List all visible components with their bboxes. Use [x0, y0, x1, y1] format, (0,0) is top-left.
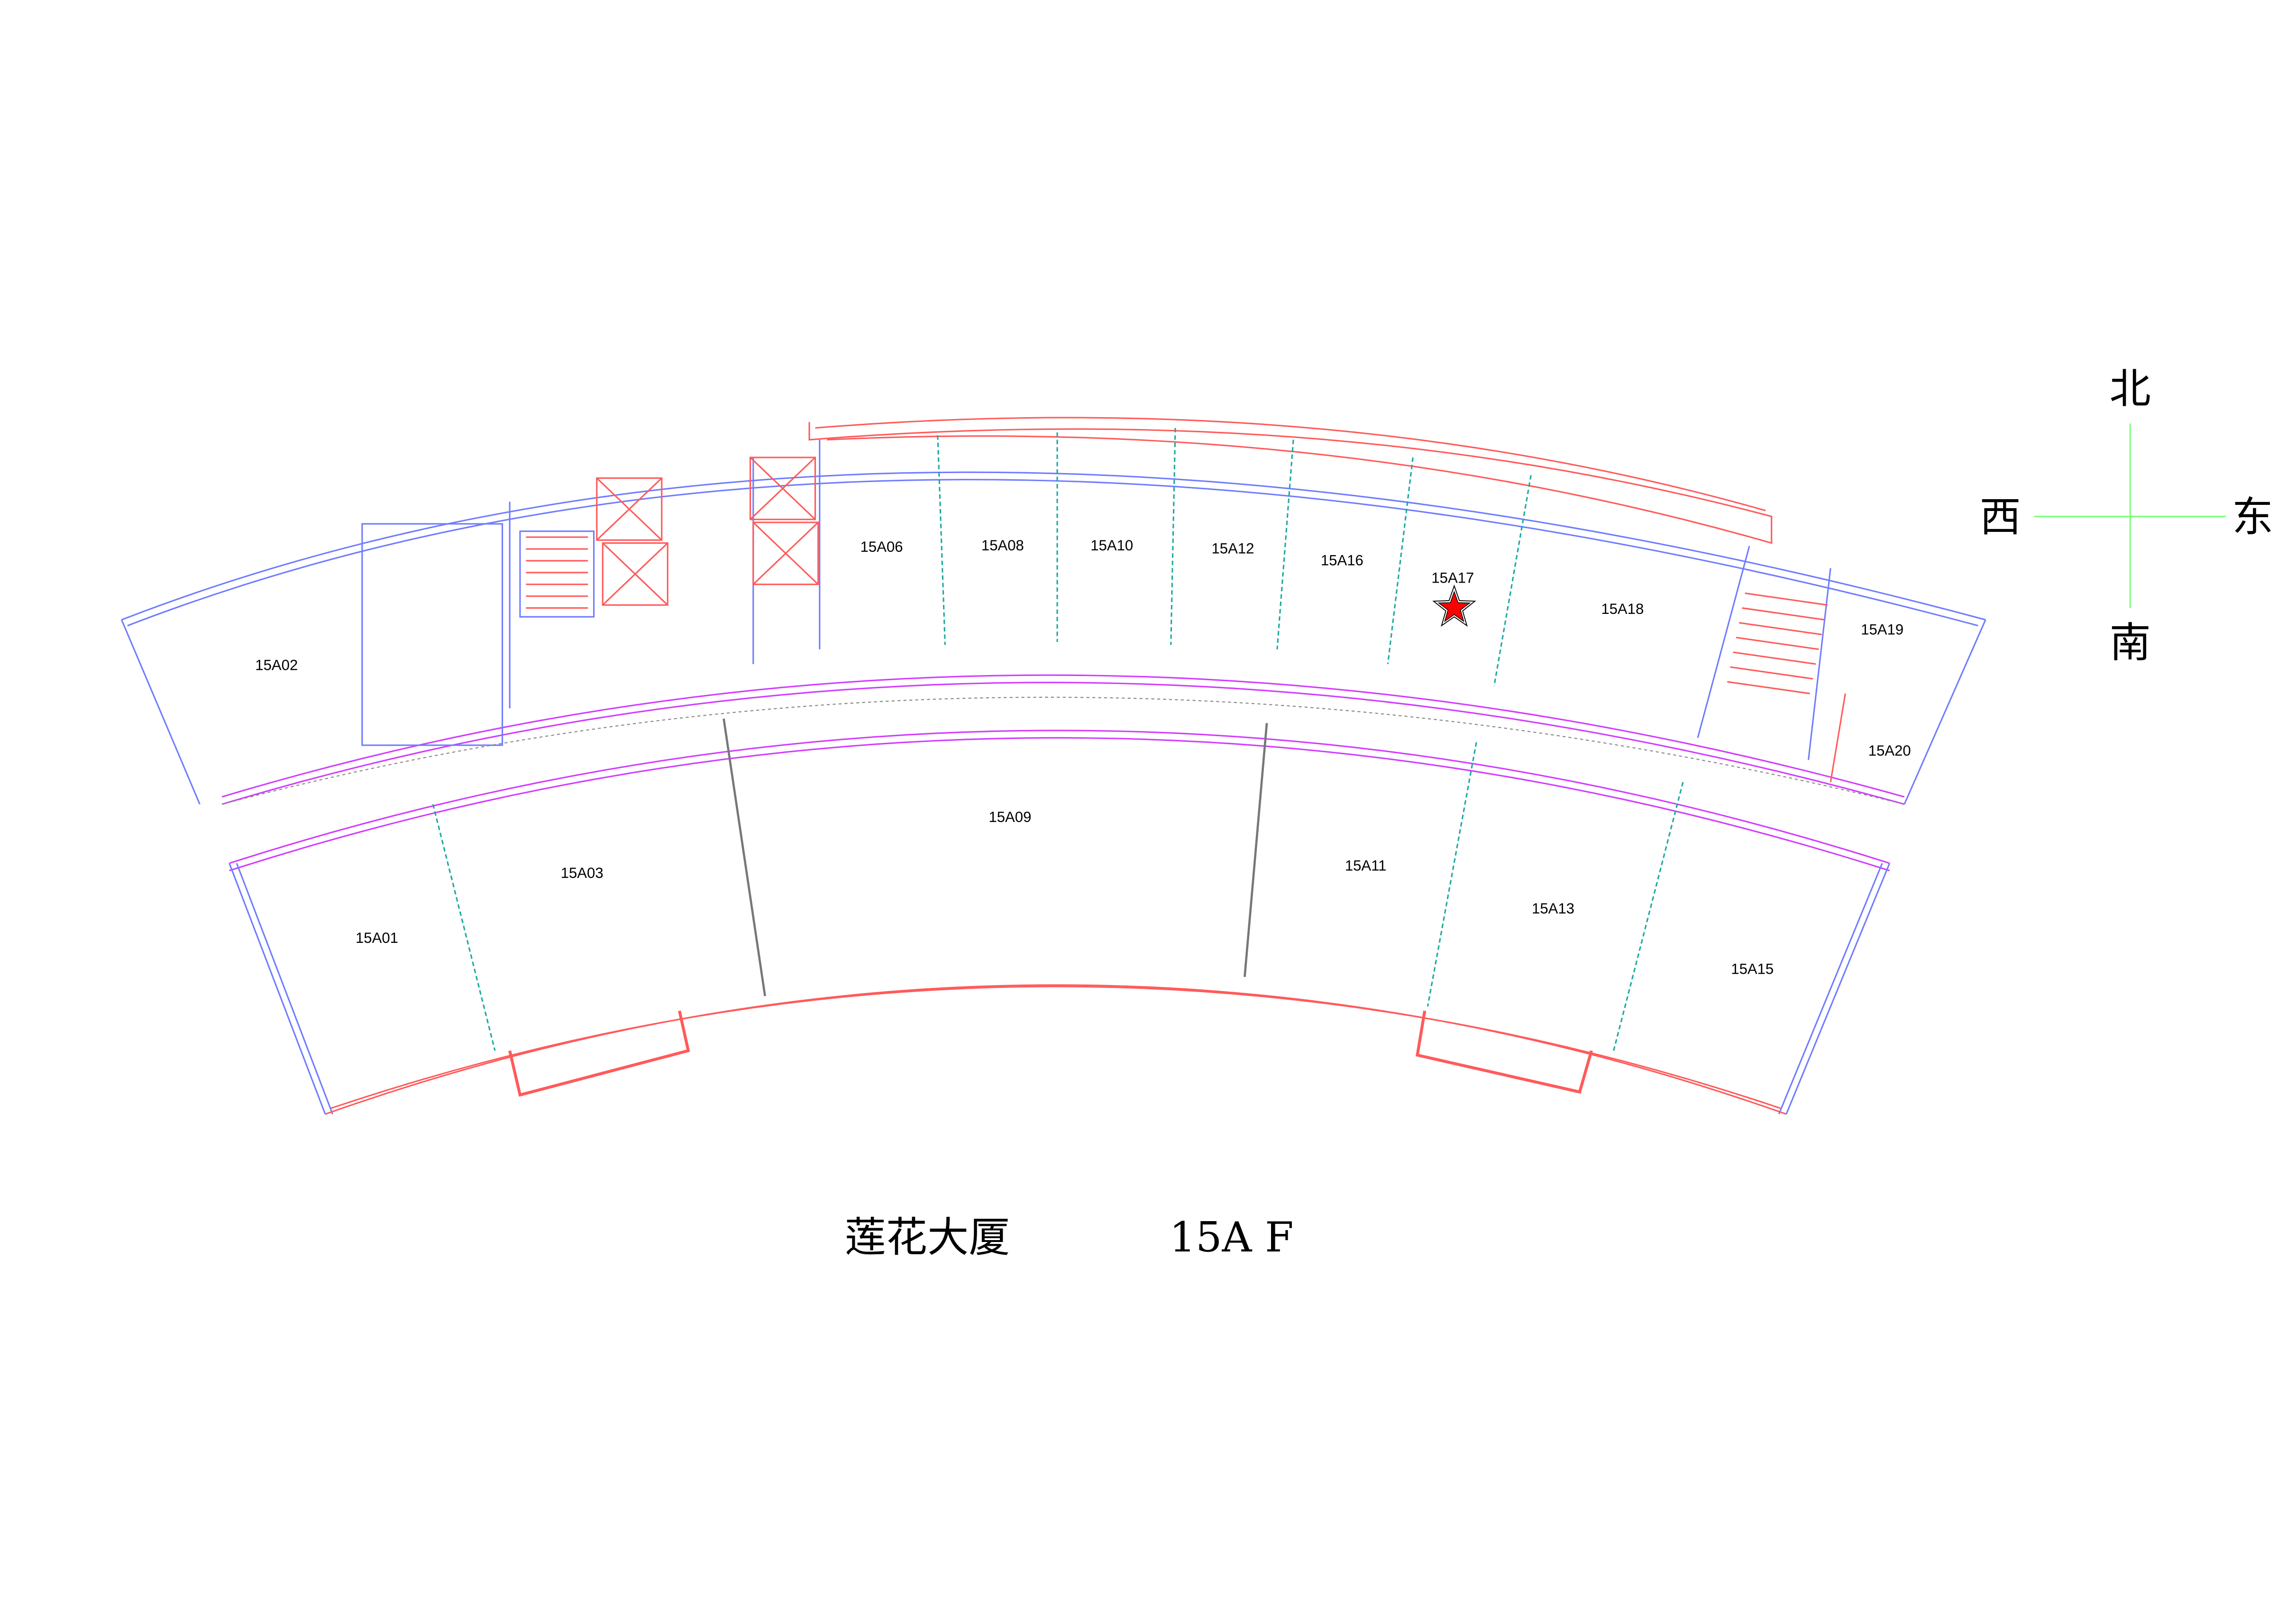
stairs: [519, 530, 1828, 694]
partitions: [432, 428, 1846, 1051]
room-15A18[interactable]: 15A18: [1601, 601, 1644, 617]
room-labels: 15A02 15A06 15A08 15A10 15A12 15A16 15A1…: [255, 537, 1911, 977]
room-15A06[interactable]: 15A06: [860, 539, 903, 555]
room-15A12[interactable]: 15A12: [1212, 540, 1254, 557]
room-15A11[interactable]: 15A11: [1345, 858, 1387, 874]
compass-west: 西: [1980, 493, 2021, 541]
building-title: 莲花大厦: [845, 1213, 1010, 1261]
room-15A19[interactable]: 15A19: [1861, 621, 1903, 638]
room-15A10[interactable]: 15A10: [1090, 537, 1133, 554]
room-15A16[interactable]: 15A16: [1321, 552, 1363, 568]
floor-label: 15A F: [1170, 1213, 1294, 1261]
elevator-core: [596, 457, 819, 606]
room-15A15[interactable]: 15A15: [1731, 961, 1774, 977]
south-wing: [229, 718, 1891, 1115]
compass: 北 西 东 南: [1980, 365, 2273, 667]
room-15A20[interactable]: 15A20: [1868, 742, 1911, 759]
star-icon: [1432, 584, 1476, 627]
room-15A17[interactable]: 15A17: [1431, 570, 1474, 586]
restroom-area: [361, 523, 503, 746]
corridor-line: [221, 696, 1905, 805]
room-15A09[interactable]: 15A09: [988, 809, 1031, 825]
north-wing: [121, 417, 1986, 805]
room-15A13[interactable]: 15A13: [1532, 900, 1574, 917]
compass-north: 北: [2110, 365, 2151, 413]
room-15A02[interactable]: 15A02: [255, 657, 298, 673]
compass-south: 南: [2110, 618, 2151, 667]
compass-east: 东: [2232, 493, 2273, 541]
room-15A08[interactable]: 15A08: [981, 537, 1024, 554]
room-15A03[interactable]: 15A03: [561, 865, 604, 881]
room-15A01[interactable]: 15A01: [356, 930, 398, 946]
